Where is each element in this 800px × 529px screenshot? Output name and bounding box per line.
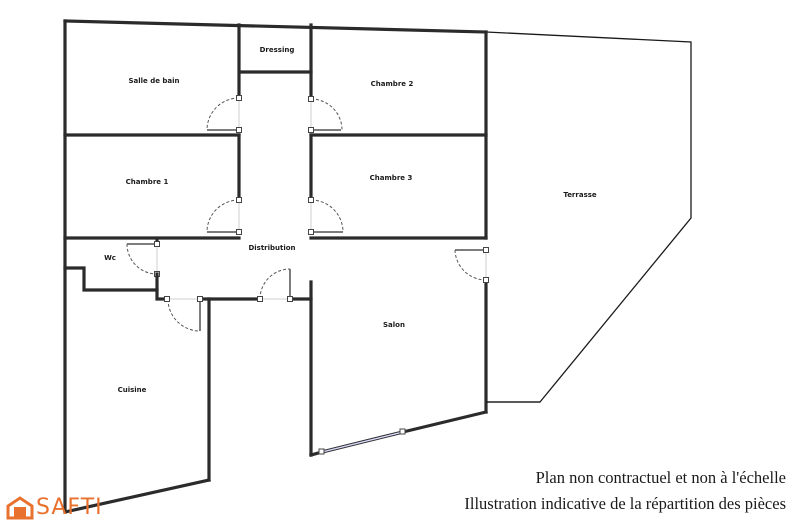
door-chambre-3 (308, 197, 344, 235)
terrasse-outline (485, 31, 692, 403)
interior-walls (63, 23, 540, 457)
door-chambre-2 (308, 96, 343, 133)
label-chambre-3: Chambre 3 (370, 174, 413, 182)
exterior-walls (63, 19, 488, 514)
disclaimer-line-1: Plan non contractuel et non à l'échelle (535, 468, 786, 487)
door-chambre-1 (206, 197, 242, 235)
label-chambre-2: Chambre 2 (371, 80, 414, 88)
label-terrasse: Terrasse (563, 191, 597, 199)
door-terrasse (454, 247, 489, 283)
label-salon: Salon (383, 321, 405, 329)
label-dressing: Dressing (260, 46, 295, 54)
door-wc (126, 241, 160, 292)
room-labels: Salle de bain Dressing Chambre 2 Chambre… (104, 46, 597, 394)
door-salle-de-bain (206, 95, 242, 133)
house-icon (6, 496, 34, 520)
door-salon (257, 268, 293, 302)
label-salle-de-bain: Salle de bain (128, 77, 179, 85)
label-wc: Wc (104, 254, 116, 262)
label-chambre-1: Chambre 1 (126, 178, 169, 186)
label-cuisine: Cuisine (118, 386, 147, 394)
label-distribution: Distribution (248, 244, 295, 252)
door-cuisine (164, 296, 203, 332)
disclaimer-line-2: Illustration indicative de la répartitio… (464, 494, 786, 513)
doors (126, 95, 489, 332)
salon-window (318, 428, 406, 455)
safti-logo: SAFTI (6, 496, 103, 520)
logo-text: SAFTI (36, 495, 103, 520)
